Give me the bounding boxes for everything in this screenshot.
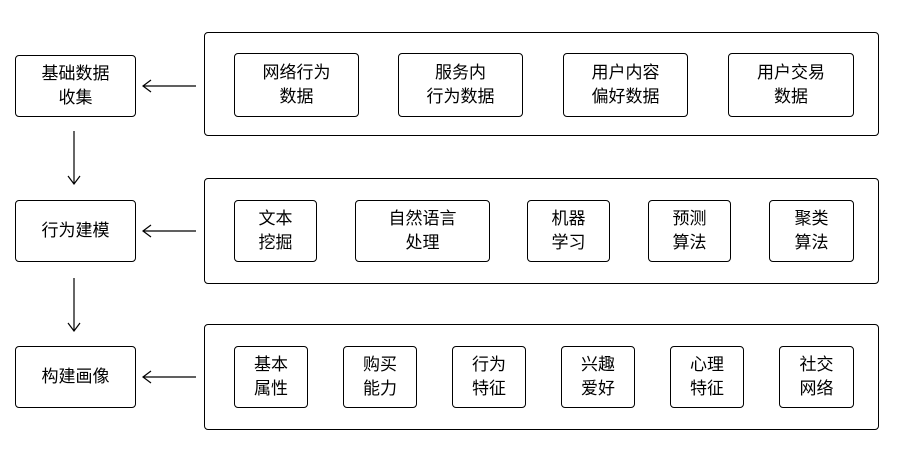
item-box: 预测 算法 <box>648 200 731 262</box>
stage-box-build-profile: 构建画像 <box>15 346 136 408</box>
item-box: 心理 特征 <box>670 346 744 408</box>
item-label: 兴趣 爱好 <box>581 355 615 399</box>
item-label: 自然语言 处理 <box>388 209 457 253</box>
item-label: 购买 能力 <box>363 355 397 399</box>
stage-label: 构建画像 <box>41 367 110 387</box>
arrowhead-row3 <box>142 370 152 384</box>
stage-label: 行为建模 <box>41 221 110 241</box>
arrowhead-row2 <box>142 224 152 238</box>
item-box: 文本 挖掘 <box>234 200 317 262</box>
arrowhead-row1 <box>142 79 152 93</box>
item-label: 行为 特征 <box>472 355 506 399</box>
group-container-profile-attributes <box>204 324 879 430</box>
item-label: 基本 属性 <box>254 355 288 399</box>
item-label: 聚类 算法 <box>794 209 829 253</box>
item-box: 基本 属性 <box>234 346 308 408</box>
item-box: 用户内容 偏好数据 <box>563 53 688 117</box>
item-label: 预测 算法 <box>672 209 707 253</box>
item-label: 社交 网络 <box>799 355 834 399</box>
item-label: 机器 学习 <box>551 209 586 253</box>
item-label: 文本 挖掘 <box>258 209 293 253</box>
item-box: 服务内 行为数据 <box>398 53 523 117</box>
item-label: 心理 特征 <box>690 355 724 399</box>
stage-box-data-collection: 基础数据 收集 <box>15 55 136 117</box>
stage-box-behavior-modeling: 行为建模 <box>15 200 136 262</box>
item-box: 购买 能力 <box>343 346 417 408</box>
item-box: 用户交易 数据 <box>728 53 854 117</box>
item-label: 服务内 行为数据 <box>426 63 495 107</box>
arrowhead-down-2 <box>67 322 81 332</box>
item-box: 社交 网络 <box>779 346 854 408</box>
stage-label: 基础数据 收集 <box>41 64 110 108</box>
item-label: 网络行为 数据 <box>262 63 331 107</box>
item-box: 自然语言 处理 <box>355 200 490 262</box>
item-box: 聚类 算法 <box>769 200 854 262</box>
item-box: 行为 特征 <box>452 346 526 408</box>
item-box: 网络行为 数据 <box>234 53 359 117</box>
arrowhead-down-1 <box>67 175 81 185</box>
item-label: 用户交易 数据 <box>757 63 825 107</box>
item-box: 兴趣 爱好 <box>561 346 635 408</box>
item-box: 机器 学习 <box>527 200 610 262</box>
item-label: 用户内容 偏好数据 <box>591 63 660 107</box>
